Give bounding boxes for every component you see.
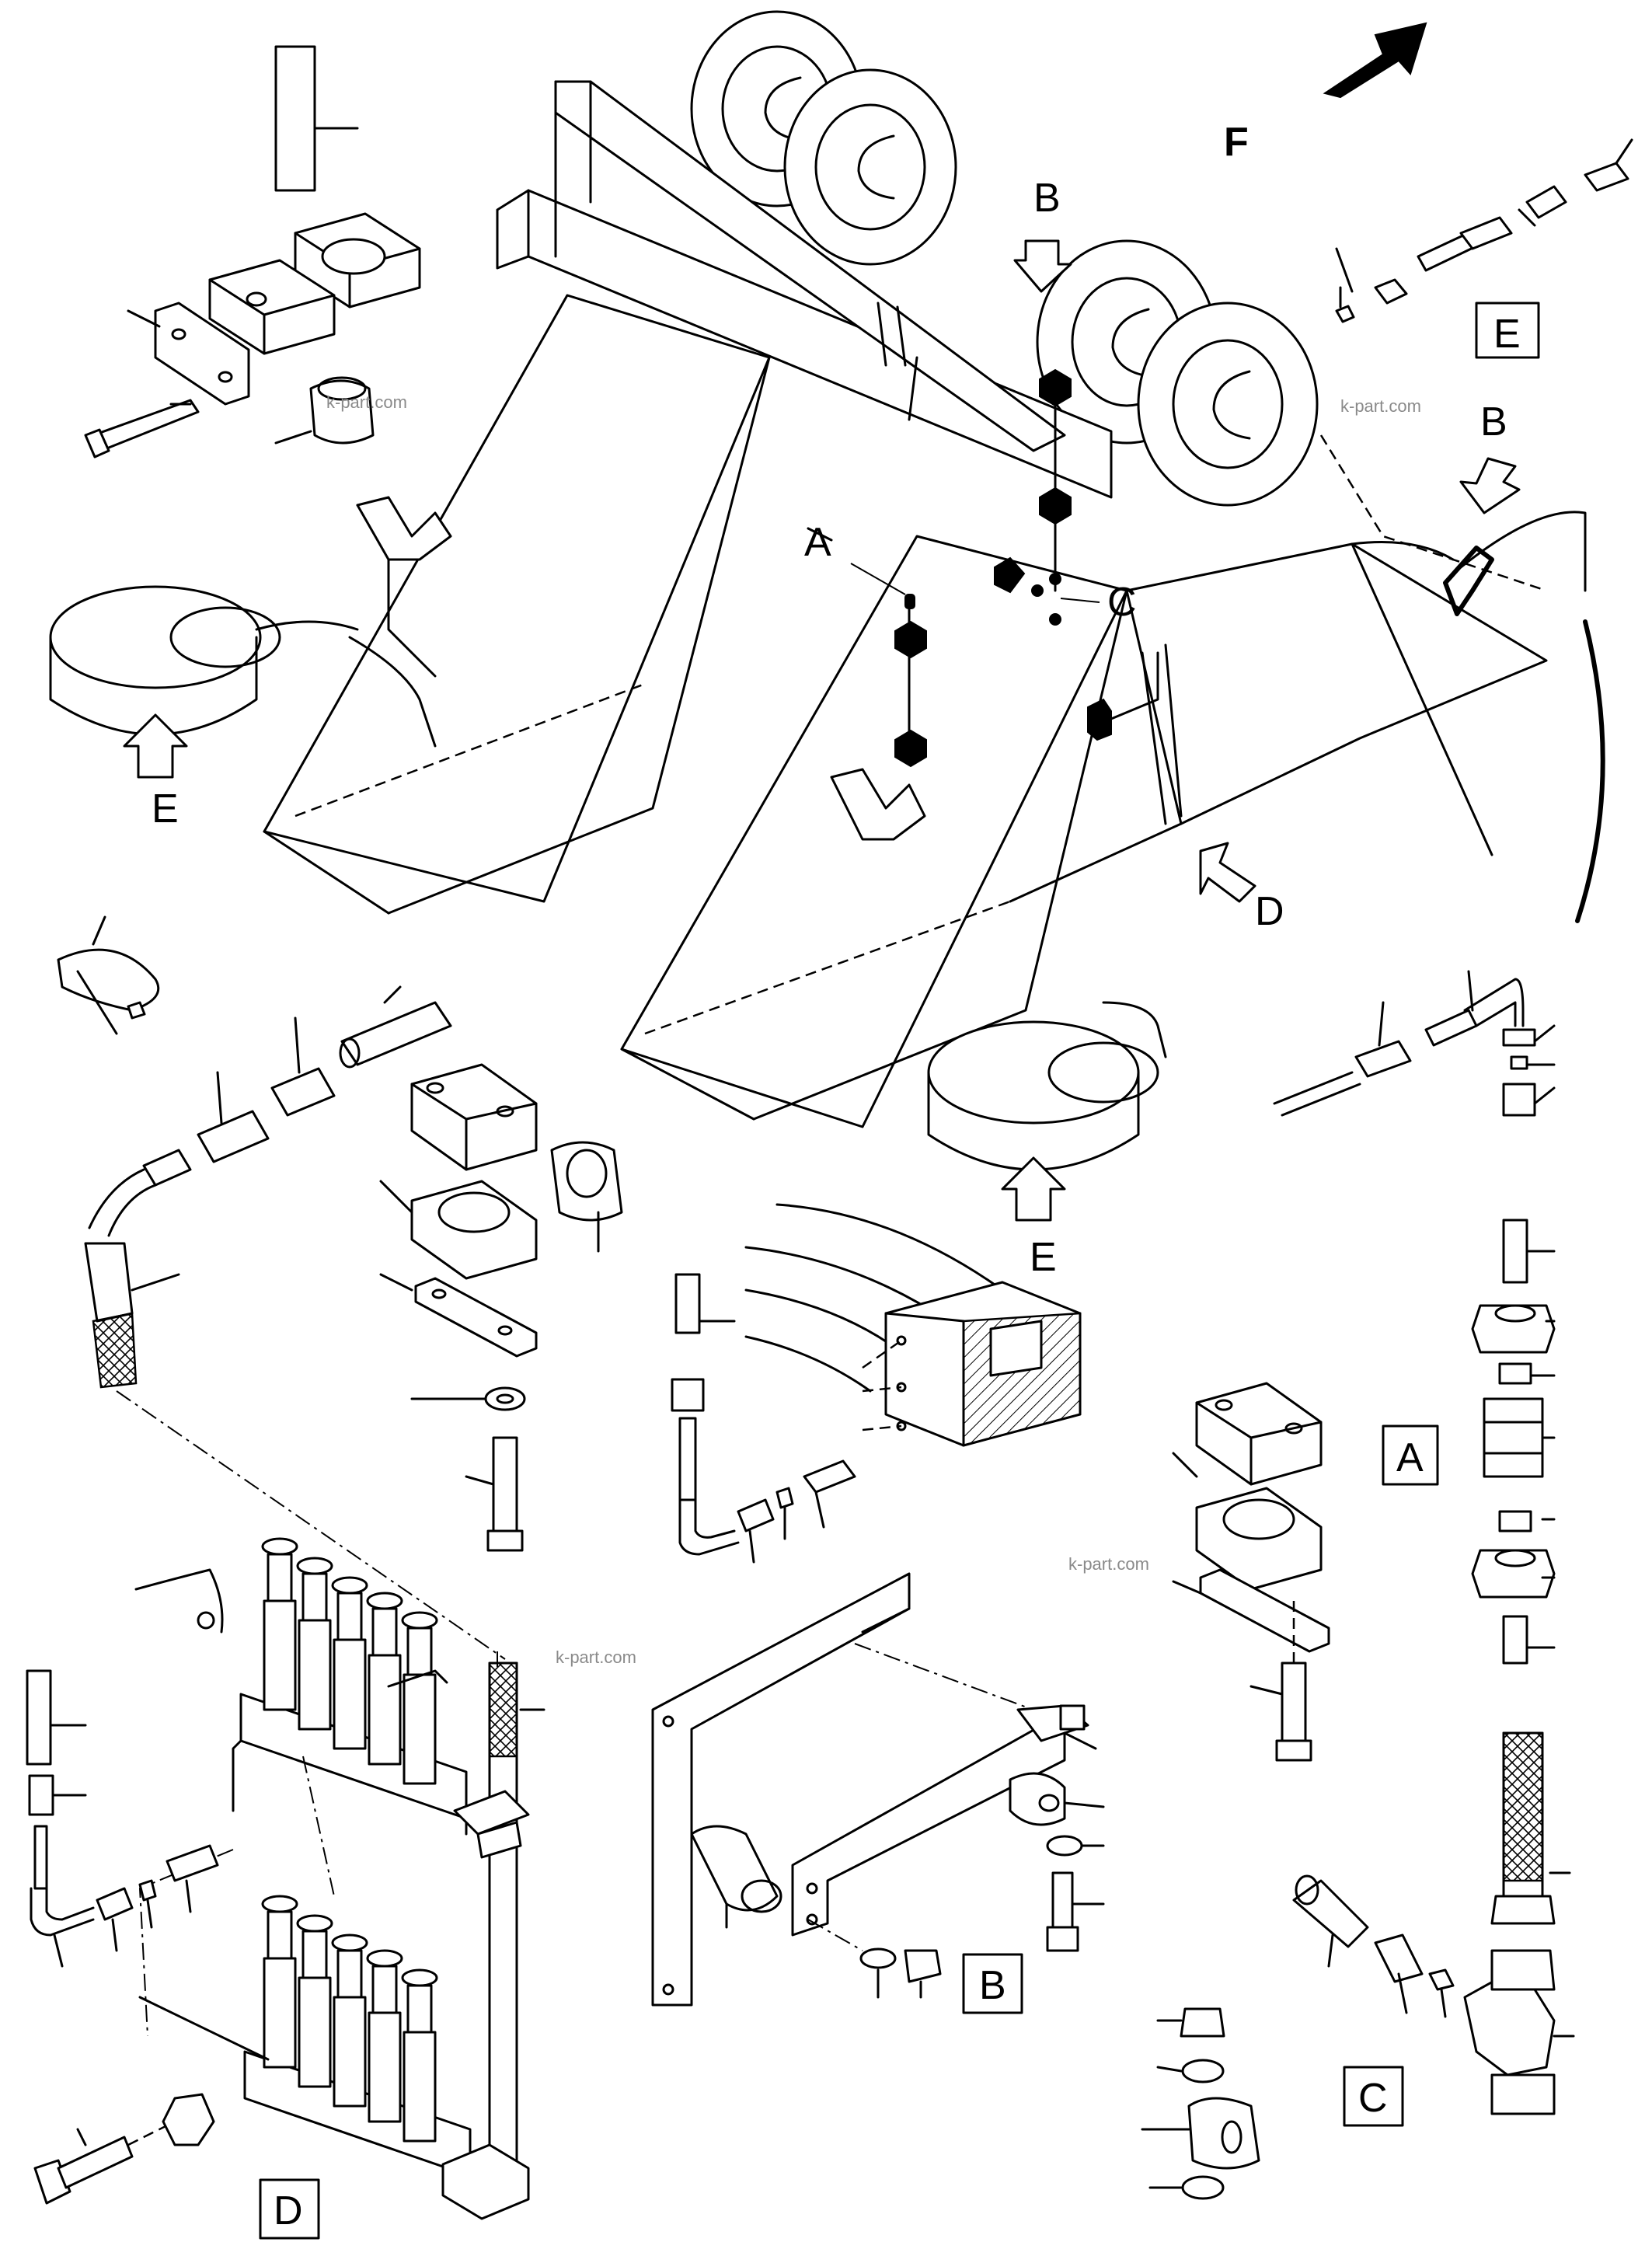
main-frame [263, 10, 1605, 1128]
watermark-4: k-part.com [556, 1648, 636, 1667]
arrow-b-right [1443, 457, 1521, 616]
hose-assembly-left [57, 915, 452, 1389]
callout-e-left: E [152, 786, 179, 832]
grease-dot-c1 [1031, 584, 1044, 597]
grease-dot-c3 [1049, 613, 1061, 626]
detail-c-box [1343, 2066, 1404, 2127]
direction-arrow [1323, 22, 1427, 99]
grease-nut-lower [894, 729, 927, 768]
detail-a-box [1382, 1424, 1439, 1486]
swing-arc [1575, 619, 1605, 923]
cross-beam [496, 80, 1113, 499]
center-arm [620, 535, 1128, 1128]
detail-c [1292, 1731, 1575, 2127]
box-label-d: D [274, 2188, 303, 2233]
callout-b-top: B [1033, 176, 1061, 221]
box-label-a: A [1396, 1435, 1424, 1480]
watermark-2: k-part.com [1340, 396, 1421, 416]
callout-b-right: B [1480, 399, 1507, 445]
detail-e [1335, 138, 1633, 359]
grease-block-c [994, 556, 1026, 594]
detail-b [651, 1572, 1105, 2014]
arrow-d [1199, 842, 1256, 903]
clamp-assembly-center [379, 1063, 623, 1552]
e-view-left [49, 585, 359, 779]
lube-line-main [807, 356, 1159, 768]
nut-stack [1141, 2007, 1260, 2200]
detail-b-box [962, 1953, 1023, 2014]
detail-e-box [1475, 302, 1540, 359]
arrow-b-top [1013, 239, 1072, 293]
distributor-lower [138, 1895, 472, 2178]
box-label-b: B [979, 1963, 1006, 2008]
sheave-group-top [690, 10, 1319, 507]
clamp-assembly-right [1172, 1382, 1330, 1762]
callout-a: A [804, 520, 831, 565]
clamp-assembly-top-left [84, 45, 421, 459]
tube-left [340, 1001, 452, 1066]
grease-nut-top [1039, 368, 1072, 407]
grease-point-a [904, 594, 915, 609]
callout-leaders [850, 563, 1100, 603]
logo-letter: F [1224, 120, 1249, 165]
callout-c: C [1107, 580, 1137, 625]
detail-a [1382, 1219, 1556, 1665]
distributor-upper [134, 1537, 468, 1836]
callout-d: D [1255, 889, 1284, 934]
left-arm [263, 294, 771, 915]
right-plate [1009, 434, 1548, 903]
grease-nut-upper [894, 620, 927, 659]
e-view-center [927, 1001, 1167, 1222]
grease-nut-mid [1039, 486, 1072, 525]
fitting-right-top [1273, 970, 1556, 1117]
callout-e-center: E [1030, 1235, 1057, 1280]
labels: F B B A C D E E E A B C D k-part.com k-p… [152, 120, 1521, 2233]
detail-d-box [259, 2178, 320, 2240]
watermark-3: k-part.com [1068, 1554, 1149, 1574]
box-label-e: E [1493, 312, 1521, 357]
watermark-1: k-part.com [326, 392, 407, 412]
detail-d [26, 1390, 545, 2240]
box-label-c: C [1358, 2076, 1388, 2121]
grease-dot-c2 [1049, 573, 1061, 585]
grease-block-d [1087, 698, 1112, 741]
bearing-assembly [671, 1203, 1082, 1564]
tube-top [274, 45, 316, 192]
